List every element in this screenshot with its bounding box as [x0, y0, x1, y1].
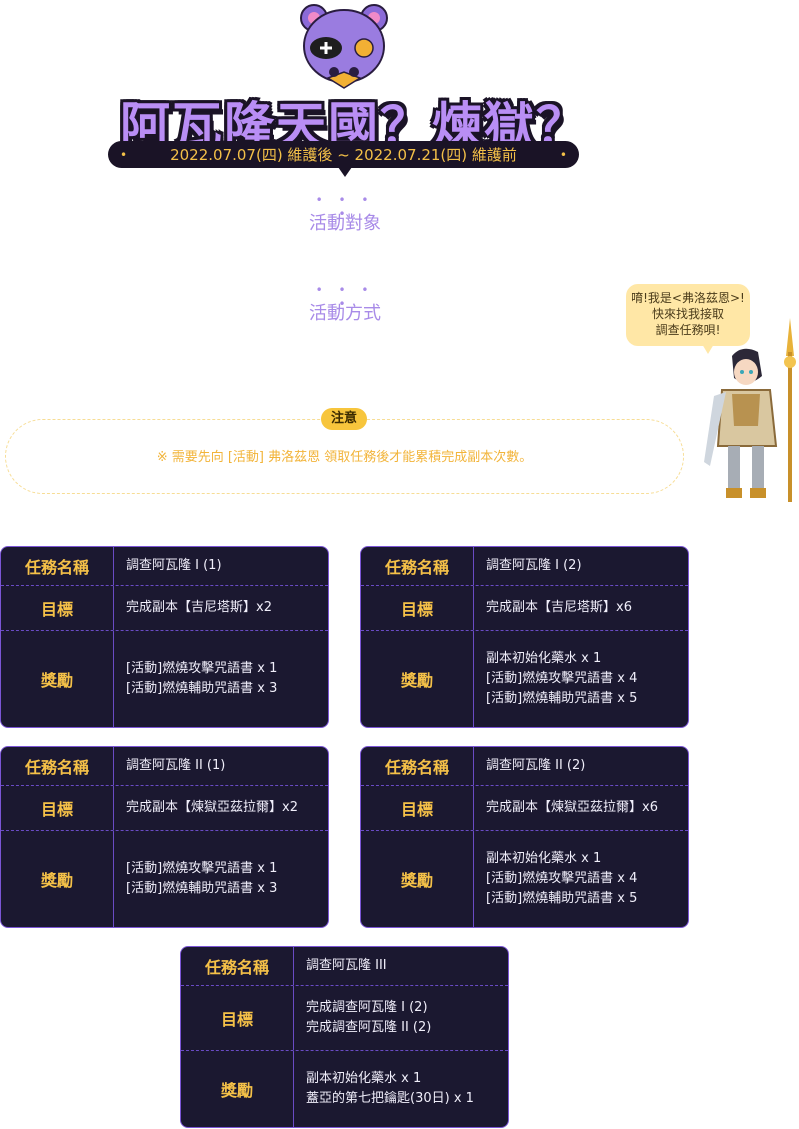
reward-line: [活動]燃燒輔助咒語書 x 3: [126, 681, 278, 696]
quest-name-row: 任務名稱 調查阿瓦隆 I (2): [361, 547, 688, 586]
label-reward: 獎勵: [1, 831, 114, 927]
quest-name-value: 調查阿瓦隆 I (1): [114, 547, 328, 585]
event-date-bar: • 2022.07.07(四) 維護後 ~ 2022.07.21(四) 維護前 …: [108, 141, 579, 168]
quest-name-value: 調查阿瓦隆 II (1): [114, 747, 328, 785]
quest-reward-value: 副本初始化藥水 x 1 蓋亞的第七把鑰匙(30日) x 1: [294, 1051, 508, 1127]
quest-card-2: 任務名稱 調查阿瓦隆 I (2) 目標 完成副本【吉尼塔斯】x6 獎勵 副本初始…: [360, 546, 689, 728]
quest-name-row: 任務名稱 調查阿瓦隆 I (1): [1, 547, 328, 586]
event-date-range: 2022.07.07(四) 維護後 ~ 2022.07.21(四) 維護前: [170, 146, 517, 164]
reward-line: 蓋亞的第七把鑰匙(30日) x 1: [306, 1091, 474, 1106]
quest-name-text: 調查阿瓦隆 I (2): [486, 558, 582, 573]
quest-name-value: 調查阿瓦隆 III: [294, 947, 508, 985]
reward-line: 副本初始化藥水 x 1: [486, 651, 602, 666]
label-quest-name: 任務名稱: [181, 947, 294, 985]
goal-line: 完成副本【煉獄亞茲拉爾】x2: [126, 800, 298, 815]
label-quest-name: 任務名稱: [1, 747, 114, 785]
npc-speech-bubble: 唷!我是<弗洛茲恩>! 快來找我接取 調查任務唄!: [626, 284, 750, 346]
quest-goal-row: 目標 完成副本【煉獄亞茲拉爾】x6: [361, 786, 688, 831]
reward-line: 副本初始化藥水 x 1: [486, 851, 602, 866]
section-dots: • • • •: [315, 283, 375, 311]
quest-name-value: 調查阿瓦隆 I (2): [474, 547, 688, 585]
reward-line: [活動]燃燒輔助咒語書 x 5: [486, 891, 638, 906]
quest-name-text: 調查阿瓦隆 I (1): [126, 558, 222, 573]
reward-line: [活動]燃燒攻擊咒語書 x 1: [126, 661, 278, 676]
label-goal: 目標: [181, 986, 294, 1050]
quest-name-value: 調查阿瓦隆 II (2): [474, 747, 688, 785]
quest-card-4: 任務名稱 調查阿瓦隆 II (2) 目標 完成副本【煉獄亞茲拉爾】x6 獎勵 副…: [360, 746, 689, 928]
section-dots: • • • •: [315, 193, 375, 221]
label-goal: 目標: [361, 786, 474, 830]
quest-reward-row: 獎勵 [活動]燃燒攻擊咒語書 x 1 [活動]燃燒輔助咒語書 x 3: [1, 631, 328, 727]
quest-reward-value: [活動]燃燒攻擊咒語書 x 1 [活動]燃燒輔助咒語書 x 3: [114, 631, 328, 727]
quest-name-text: 調查阿瓦隆 II (2): [486, 758, 586, 773]
notice-text: ※ 需要先向 [活動] 弗洛茲恩 領取任務後才能累積完成副本次數。: [156, 450, 533, 465]
label-goal: 目標: [361, 586, 474, 630]
quest-reward-row: 獎勵 副本初始化藥水 x 1 蓋亞的第七把鑰匙(30日) x 1: [181, 1051, 508, 1127]
quest-goal-value: 完成副本【吉尼塔斯】x2: [114, 586, 328, 630]
reward-line: [活動]燃燒輔助咒語書 x 3: [126, 881, 278, 896]
quest-goal-value: 完成調查阿瓦隆 I (2) 完成調查阿瓦隆 II (2): [294, 986, 508, 1050]
label-quest-name: 任務名稱: [1, 547, 114, 585]
goal-line: 完成調查阿瓦隆 II (2): [306, 1020, 432, 1035]
label-reward: 獎勵: [361, 831, 474, 927]
notice-badge: 注意: [321, 408, 367, 430]
quest-reward-value: 副本初始化藥水 x 1 [活動]燃燒攻擊咒語書 x 4 [活動]燃燒輔助咒語書 …: [474, 631, 688, 727]
quest-name-row: 任務名稱 調查阿瓦隆 II (2): [361, 747, 688, 786]
speech-line: 唷!我是<弗洛茲恩>!: [631, 291, 745, 305]
quest-reward-row: 獎勵 [活動]燃燒攻擊咒語書 x 1 [活動]燃燒輔助咒語書 x 3: [1, 831, 328, 927]
section-title-target: 活動對象: [309, 213, 381, 234]
quest-goal-row: 目標 完成副本【吉尼塔斯】x2: [1, 586, 328, 631]
speech-line: 調查任務唄!: [655, 323, 721, 337]
quest-goal-value: 完成副本【煉獄亞茲拉爾】x6: [474, 786, 688, 830]
label-reward: 獎勵: [361, 631, 474, 727]
npc-character-icon: [704, 318, 796, 502]
quest-name-row: 任務名稱 調查阿瓦隆 III: [181, 947, 508, 986]
quest-card-5: 任務名稱 調查阿瓦隆 III 目標 完成調查阿瓦隆 I (2) 完成調查阿瓦隆 …: [180, 946, 509, 1128]
goal-line: 完成副本【吉尼塔斯】x2: [126, 600, 272, 615]
quest-goal-row: 目標 完成副本【煉獄亞茲拉爾】x2: [1, 786, 328, 831]
quest-reward-row: 獎勵 副本初始化藥水 x 1 [活動]燃燒攻擊咒語書 x 4 [活動]燃燒輔助咒…: [361, 631, 688, 727]
reward-line: [活動]燃燒輔助咒語書 x 5: [486, 691, 638, 706]
goal-line: 完成調查阿瓦隆 I (2): [306, 1000, 428, 1015]
reward-line: [活動]燃燒攻擊咒語書 x 4: [486, 671, 638, 686]
date-dot-right: •: [559, 147, 567, 162]
label-reward: 獎勵: [181, 1051, 294, 1127]
date-bar-pointer: [338, 167, 352, 177]
label-goal: 目標: [1, 786, 114, 830]
quest-reward-row: 獎勵 副本初始化藥水 x 1 [活動]燃燒攻擊咒語書 x 4 [活動]燃燒輔助咒…: [361, 831, 688, 927]
speech-line: 快來找我接取: [651, 307, 724, 321]
goal-line: 完成副本【煉獄亞茲拉爾】x6: [486, 800, 658, 815]
quest-name-row: 任務名稱 調查阿瓦隆 II (1): [1, 747, 328, 786]
section-title-method: 活動方式: [309, 303, 381, 324]
quest-name-text: 調查阿瓦隆 III: [306, 958, 387, 973]
quest-goal-value: 完成副本【吉尼塔斯】x6: [474, 586, 688, 630]
bubble-tail: [702, 344, 714, 354]
label-quest-name: 任務名稱: [361, 547, 474, 585]
quest-name-text: 調查阿瓦隆 II (1): [126, 758, 226, 773]
quest-goal-value: 完成副本【煉獄亞茲拉爾】x2: [114, 786, 328, 830]
bear-mascot-icon: [300, 4, 388, 89]
reward-line: [活動]燃燒攻擊咒語書 x 1: [126, 861, 278, 876]
label-goal: 目標: [1, 586, 114, 630]
goal-line: 完成副本【吉尼塔斯】x6: [486, 600, 632, 615]
quest-goal-row: 目標 完成調查阿瓦隆 I (2) 完成調查阿瓦隆 II (2): [181, 986, 508, 1051]
quest-card-3: 任務名稱 調查阿瓦隆 II (1) 目標 完成副本【煉獄亞茲拉爾】x2 獎勵 […: [0, 746, 329, 928]
date-dot-left: •: [120, 147, 128, 162]
quest-reward-value: [活動]燃燒攻擊咒語書 x 1 [活動]燃燒輔助咒語書 x 3: [114, 831, 328, 927]
quest-card-1: 任務名稱 調查阿瓦隆 I (1) 目標 完成副本【吉尼塔斯】x2 獎勵 [活動]…: [0, 546, 329, 728]
quest-goal-row: 目標 完成副本【吉尼塔斯】x6: [361, 586, 688, 631]
quest-reward-value: 副本初始化藥水 x 1 [活動]燃燒攻擊咒語書 x 4 [活動]燃燒輔助咒語書 …: [474, 831, 688, 927]
reward-line: 副本初始化藥水 x 1: [306, 1071, 422, 1086]
reward-line: [活動]燃燒攻擊咒語書 x 4: [486, 871, 638, 886]
label-reward: 獎勵: [1, 631, 114, 727]
label-quest-name: 任務名稱: [361, 747, 474, 785]
